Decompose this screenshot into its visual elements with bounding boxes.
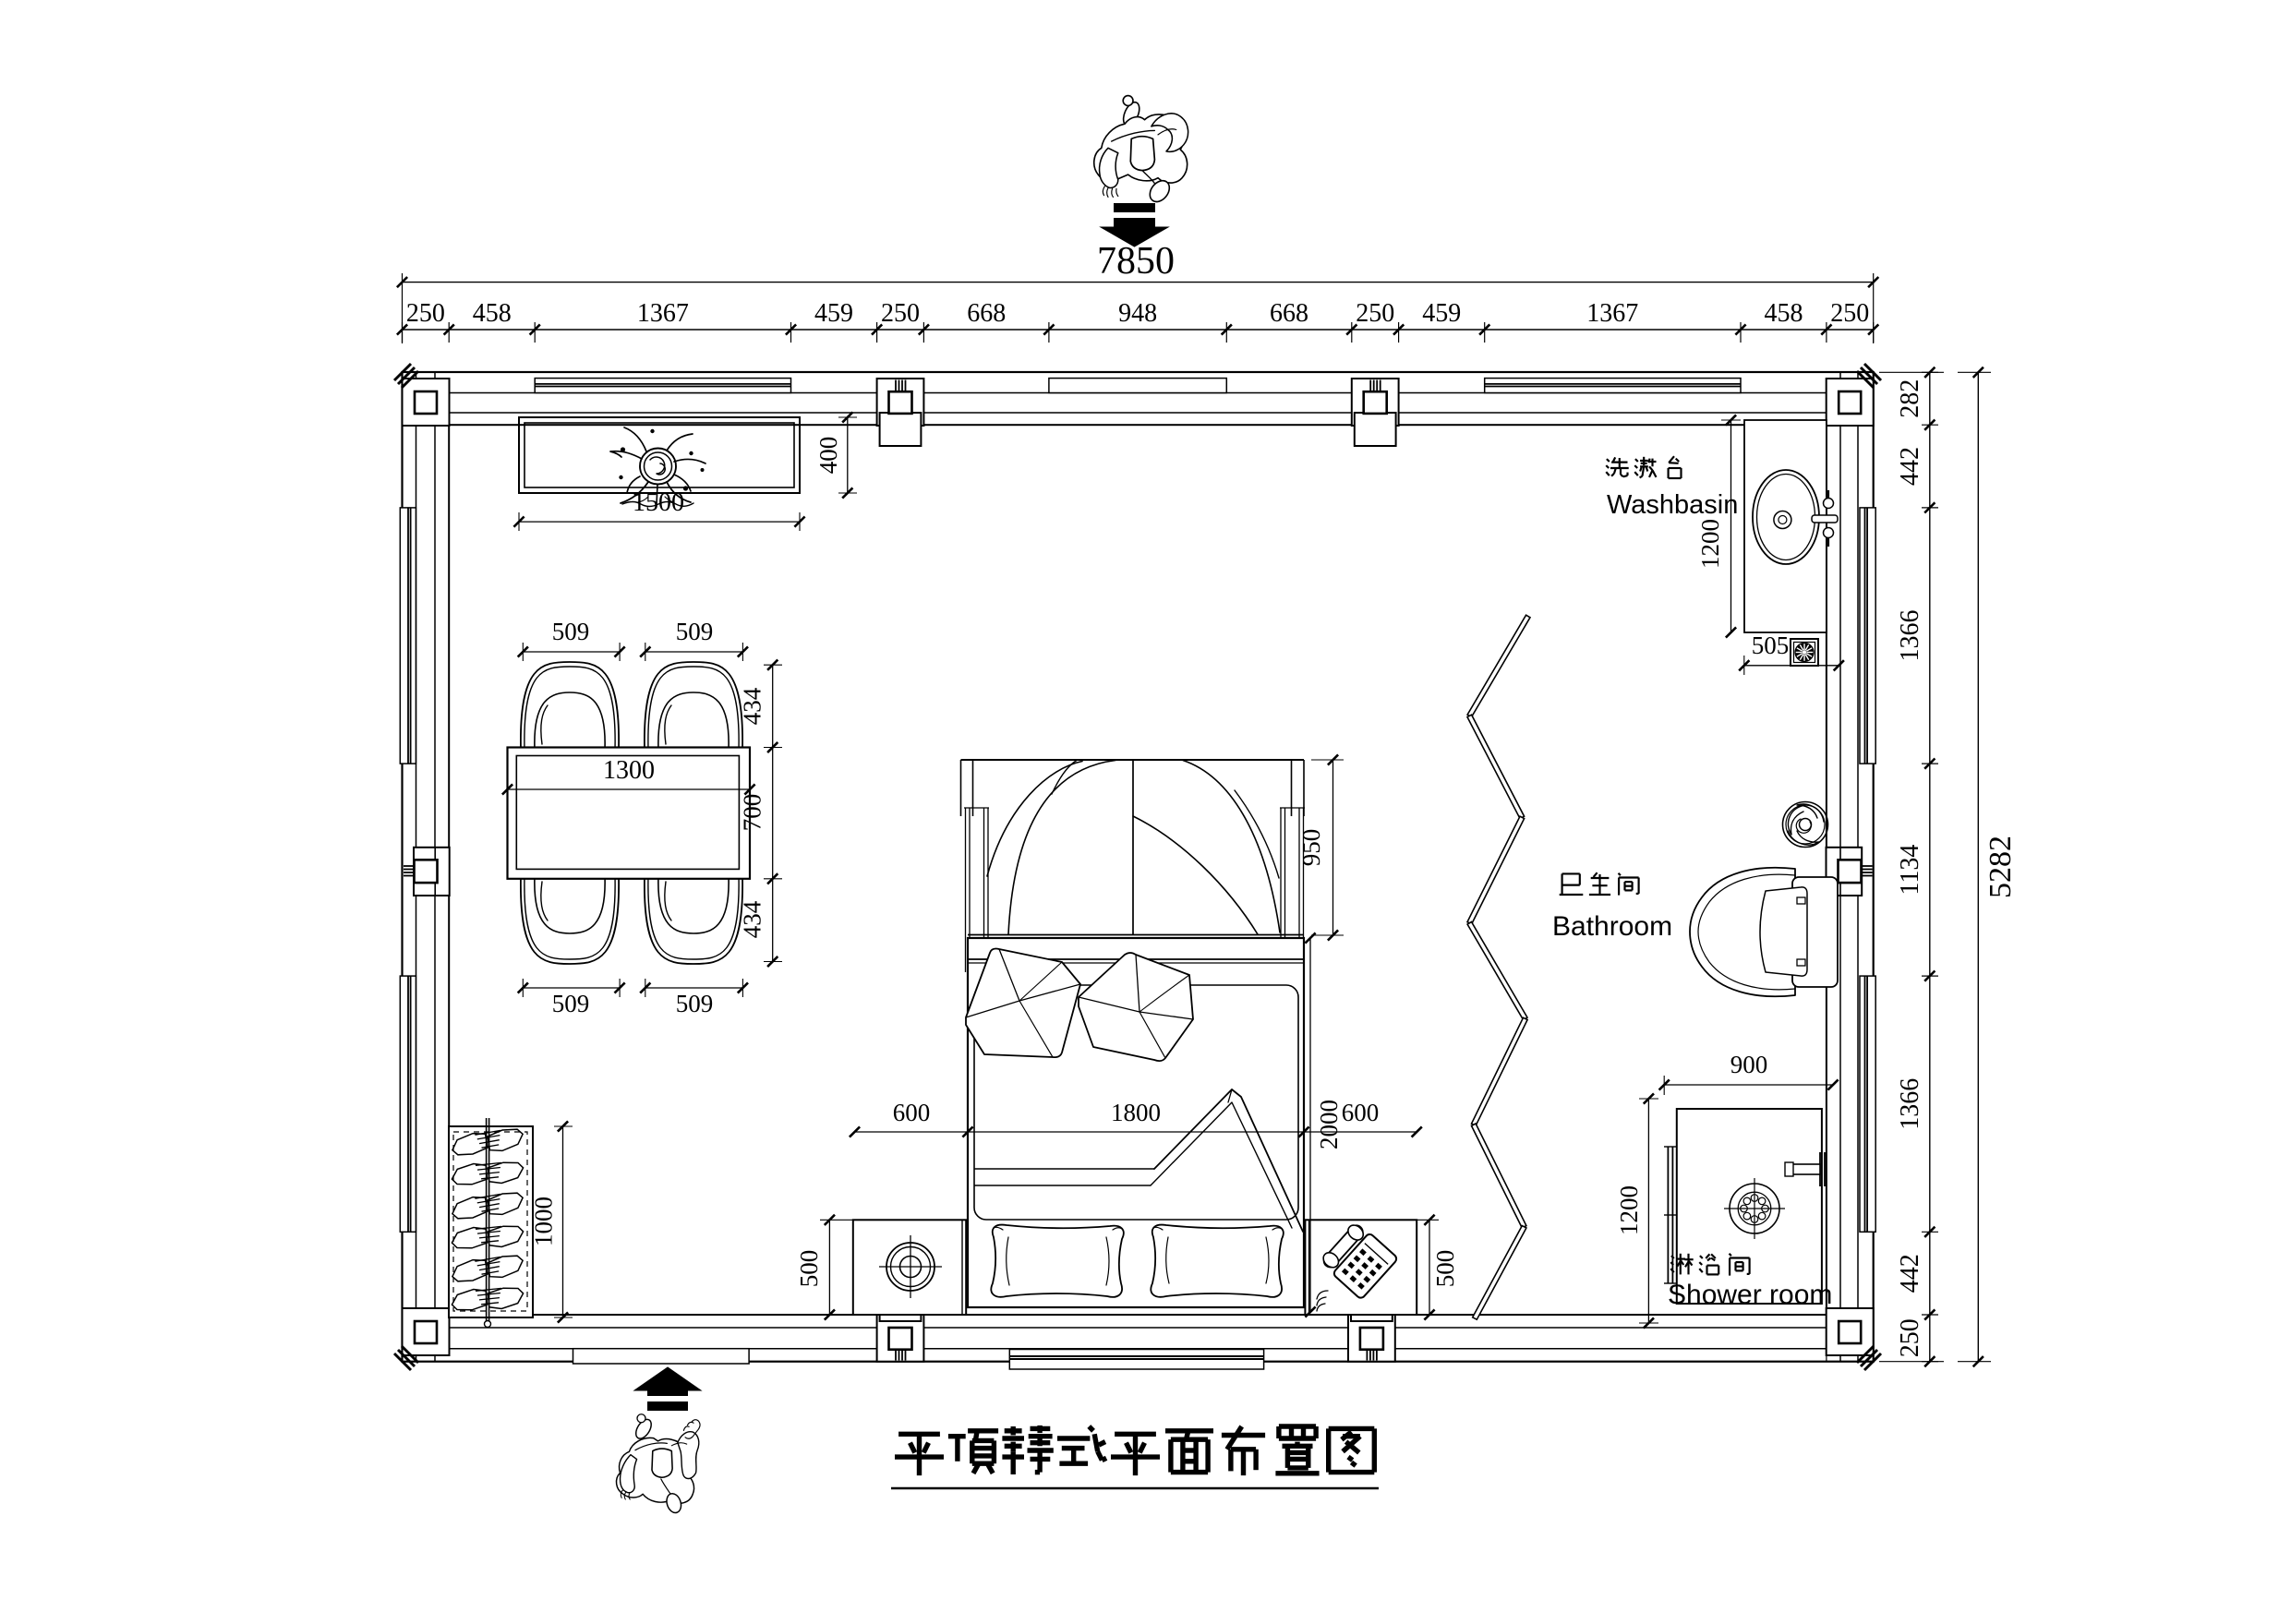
svg-text:2000: 2000 bbox=[1315, 1100, 1343, 1149]
svg-text:Shower room: Shower room bbox=[1668, 1280, 1832, 1310]
svg-text:434: 434 bbox=[739, 900, 766, 938]
svg-text:250: 250 bbox=[406, 299, 445, 328]
svg-text:500: 500 bbox=[1431, 1250, 1459, 1288]
svg-text:1367: 1367 bbox=[1586, 299, 1638, 328]
svg-text:509: 509 bbox=[552, 990, 590, 1017]
svg-text:1200: 1200 bbox=[1615, 1185, 1643, 1235]
svg-text:250: 250 bbox=[1896, 1318, 1924, 1357]
svg-text:668: 668 bbox=[967, 299, 1006, 328]
svg-text:500: 500 bbox=[795, 1250, 823, 1288]
svg-text:1800: 1800 bbox=[1111, 1099, 1161, 1126]
svg-text:250: 250 bbox=[1830, 299, 1869, 328]
svg-text:458: 458 bbox=[473, 299, 512, 328]
svg-text:1200: 1200 bbox=[1696, 519, 1724, 569]
svg-text:1500: 1500 bbox=[633, 488, 684, 517]
svg-text:442: 442 bbox=[1896, 447, 1924, 486]
svg-text:509: 509 bbox=[676, 618, 714, 645]
svg-text:1366: 1366 bbox=[1896, 610, 1924, 662]
svg-text:459: 459 bbox=[1422, 299, 1461, 328]
svg-text:5282: 5282 bbox=[1984, 836, 2018, 898]
svg-text:458: 458 bbox=[1765, 299, 1803, 328]
svg-text:459: 459 bbox=[814, 299, 853, 328]
svg-text:Bathroom: Bathroom bbox=[1552, 911, 1672, 942]
svg-text:509: 509 bbox=[676, 990, 714, 1017]
svg-text:1366: 1366 bbox=[1896, 1078, 1924, 1130]
svg-text:250: 250 bbox=[881, 299, 920, 328]
svg-text:948: 948 bbox=[1118, 299, 1157, 328]
svg-text:7850: 7850 bbox=[1097, 240, 1175, 283]
svg-text:1134: 1134 bbox=[1896, 845, 1924, 896]
svg-text:434: 434 bbox=[739, 687, 766, 725]
svg-text:600: 600 bbox=[1342, 1099, 1380, 1126]
svg-text:950: 950 bbox=[1297, 829, 1325, 867]
svg-text:442: 442 bbox=[1896, 1254, 1924, 1293]
svg-text:1300: 1300 bbox=[603, 756, 655, 785]
svg-text:1367: 1367 bbox=[637, 299, 689, 328]
svg-text:900: 900 bbox=[1730, 1051, 1768, 1078]
svg-text:282: 282 bbox=[1896, 379, 1924, 418]
svg-text:400: 400 bbox=[814, 437, 842, 475]
svg-text:600: 600 bbox=[893, 1099, 931, 1126]
svg-text:509: 509 bbox=[552, 618, 590, 645]
svg-text:1000: 1000 bbox=[530, 1197, 558, 1246]
svg-text:668: 668 bbox=[1270, 299, 1308, 328]
svg-text:Washbasin: Washbasin bbox=[1607, 490, 1738, 520]
svg-text:700: 700 bbox=[739, 794, 766, 832]
svg-text:250: 250 bbox=[1356, 299, 1394, 328]
svg-text:505: 505 bbox=[1752, 632, 1790, 659]
